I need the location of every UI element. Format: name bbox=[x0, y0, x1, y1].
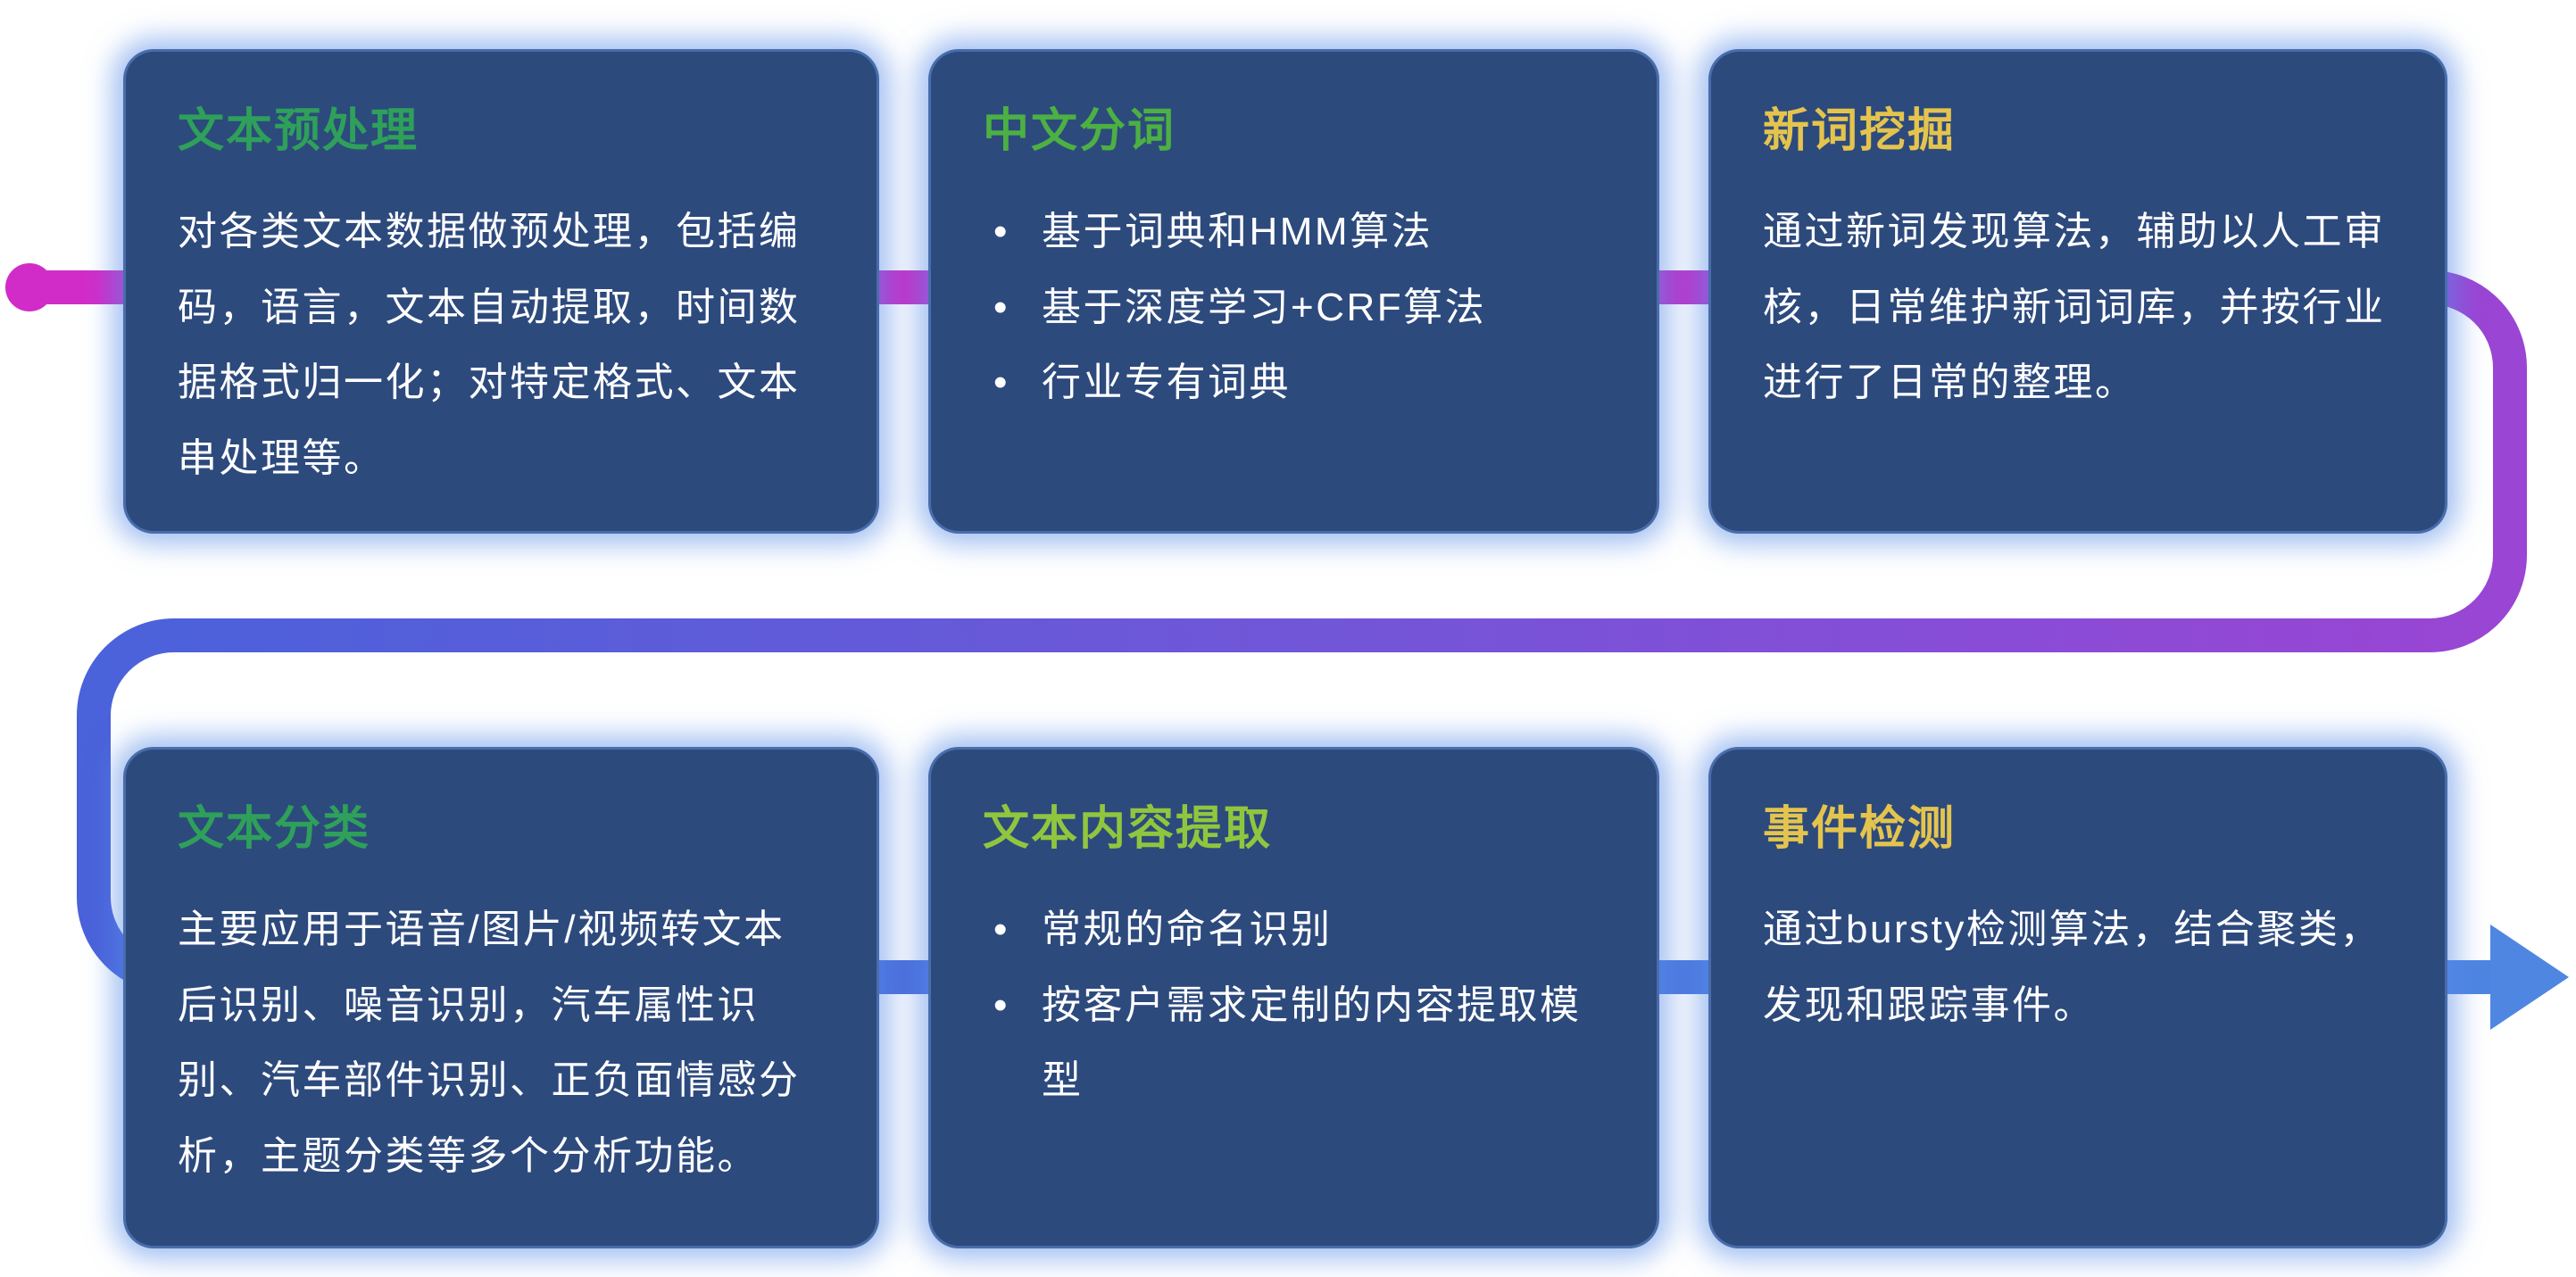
bullet-item: 基于词典和HMM算法 bbox=[983, 195, 1605, 270]
card-body: 通过bursty检测算法，结合聚类，发现和跟踪事件。 bbox=[1763, 908, 2381, 1027]
card-body: 主要应用于语音/图片/视频转文本后识别、噪音识别，汽车属性识别、汽车部件识别、正… bbox=[178, 908, 801, 1178]
bullet-item: 行业专有词典 bbox=[983, 345, 1605, 421]
bullet-item: 按客户需求定制的内容提取模型 bbox=[983, 968, 1605, 1119]
card-text-classification: 文本分类 主要应用于语音/图片/视频转文本后识别、噪音识别，汽车属性识别、汽车部… bbox=[123, 747, 879, 1248]
card-content-extraction: 文本内容提取 常规的命名识别 按客户需求定制的内容提取模型 bbox=[928, 747, 1659, 1248]
card-title: 文本预处理 bbox=[178, 105, 420, 157]
card-title: 新词挖掘 bbox=[1763, 105, 1957, 157]
bullet-item: 常规的命名识别 bbox=[983, 892, 1605, 968]
card-bullet-list: 常规的命名识别 按客户需求定制的内容提取模型 bbox=[983, 892, 1605, 1118]
flow-start-dot bbox=[5, 263, 54, 311]
flow-arrowhead-icon bbox=[2490, 925, 2569, 1030]
flow-segment-middle bbox=[77, 554, 2527, 897]
card-text-preprocessing: 文本预处理 对各类文本数据做预处理，包括编码，语言，文本自动提取，时间数据格式归… bbox=[123, 49, 879, 534]
card-body: 通过新词发现算法，辅助以人工审核，日常维护新词词库，并按行业进行了日常的整理。 bbox=[1763, 210, 2386, 405]
card-title: 事件检测 bbox=[1763, 803, 1957, 855]
bullet-item: 基于深度学习+CRF算法 bbox=[983, 270, 1605, 346]
card-body: 对各类文本数据做预处理，包括编码，语言，文本自动提取，时间数据格式归一化；对特定… bbox=[178, 210, 801, 480]
card-event-detection: 事件检测 通过bursty检测算法，结合聚类，发现和跟踪事件。 bbox=[1708, 747, 2447, 1248]
card-new-word-mining: 新词挖掘 通过新词发现算法，辅助以人工审核，日常维护新词词库，并按行业进行了日常… bbox=[1708, 49, 2447, 534]
card-title: 中文分词 bbox=[983, 105, 1176, 157]
card-title: 文本分类 bbox=[178, 803, 371, 855]
card-title: 文本内容提取 bbox=[983, 803, 1273, 855]
card-chinese-segmentation: 中文分词 基于词典和HMM算法 基于深度学习+CRF算法 行业专有词典 bbox=[928, 49, 1659, 534]
card-bullet-list: 基于词典和HMM算法 基于深度学习+CRF算法 行业专有词典 bbox=[983, 195, 1605, 421]
